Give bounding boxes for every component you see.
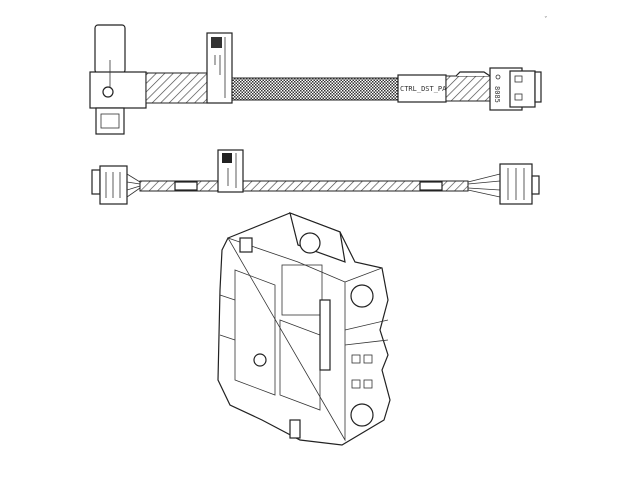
mounting-bracket: [217, 212, 391, 446]
cable-2-right-connector: [499, 163, 540, 205]
cable-1-braided-section: [231, 77, 399, 101]
cable-1: CTRL_DST_PA1 8085 ˇ: [89, 16, 548, 135]
cable-1-jacket-right: [445, 75, 491, 102]
cable-2-tag-left: [174, 181, 198, 191]
cable-1-sleeve-label: CTRL_DST_PA1: [397, 74, 451, 103]
cable-2-id-label: [217, 149, 244, 193]
cable-2: [91, 149, 540, 205]
svg-text:ˇ: ˇ: [544, 16, 548, 24]
cable-2-tag-right: [419, 181, 443, 191]
cable-1-left-connector: [89, 24, 147, 135]
cable-2-jacket: [139, 180, 469, 192]
cable-1-right-connector: 8085: [489, 67, 542, 111]
cable-1-id-label: [206, 32, 233, 104]
cable-1-jacket-left: [145, 72, 209, 104]
cable-1-sleeve-label-text: CTRL_DST_PA1: [400, 85, 451, 93]
cable-1-connector-marking: 8085: [493, 86, 501, 103]
cable-2-left-connector: [91, 165, 141, 205]
